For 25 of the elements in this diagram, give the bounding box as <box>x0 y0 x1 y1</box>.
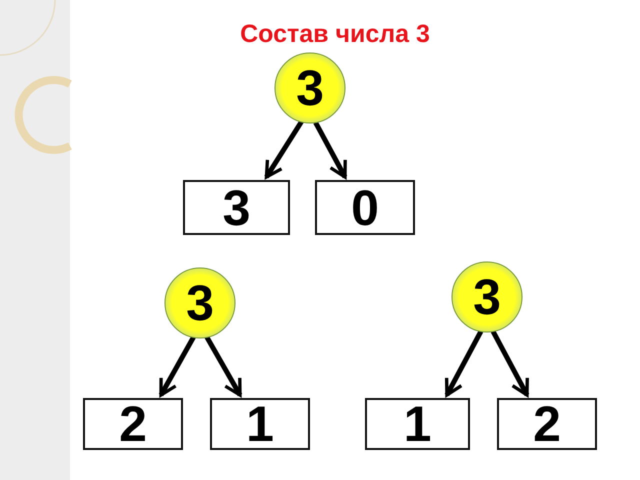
arrow <box>204 336 242 397</box>
number-circle <box>451 261 523 333</box>
arrow <box>158 336 196 397</box>
number-label: 3 <box>222 182 250 232</box>
arrow <box>264 120 304 179</box>
number-box <box>83 398 183 450</box>
number-label: 2 <box>119 399 147 449</box>
arrow <box>444 330 484 397</box>
number-label: 2 <box>533 399 561 449</box>
number-circle <box>164 267 236 339</box>
number-label: 1 <box>404 399 432 449</box>
number-box <box>183 180 290 235</box>
number-label: 0 <box>351 182 379 232</box>
number-box <box>315 180 415 235</box>
number-label: 3 <box>186 278 214 328</box>
number-label: 1 <box>246 399 274 449</box>
number-label: 3 <box>296 63 324 113</box>
arrow <box>313 121 348 179</box>
title: Состав числа 3 <box>239 20 431 49</box>
number-circle <box>274 52 346 124</box>
number-box <box>210 398 310 450</box>
number-box <box>497 398 597 450</box>
number-box <box>365 398 470 450</box>
arrow <box>490 330 530 397</box>
number-label: 3 <box>473 272 501 322</box>
